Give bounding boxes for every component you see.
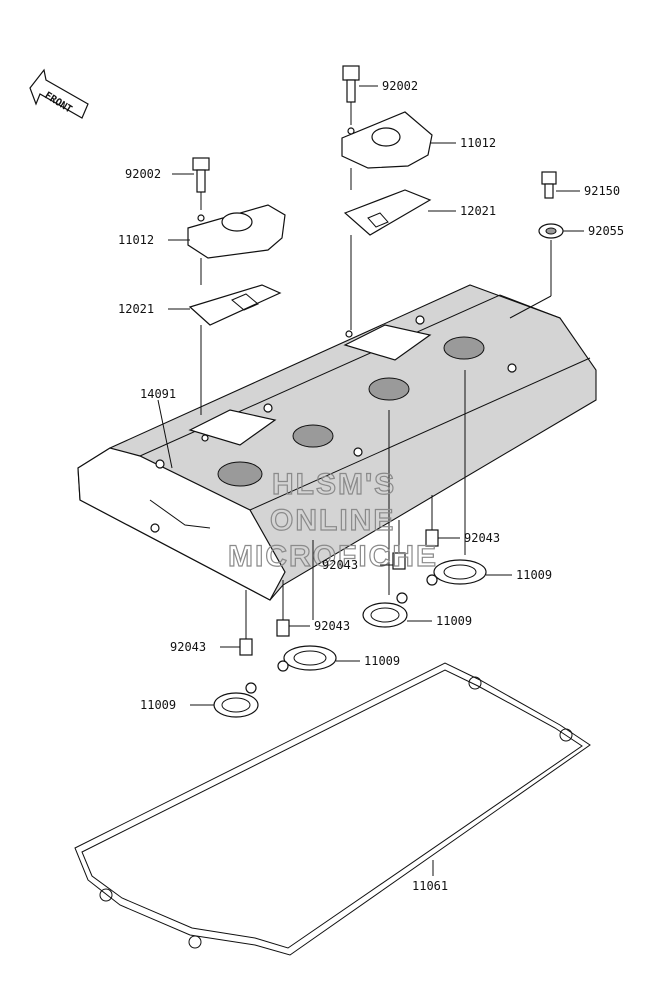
label-92150: 92150 bbox=[584, 184, 620, 198]
label-92055: 92055 bbox=[588, 224, 624, 238]
left-cap-assembly bbox=[187, 157, 286, 415]
watermark-line-3: MICROFICHE bbox=[228, 540, 438, 573]
right-cap-assembly bbox=[341, 65, 433, 330]
label-12021-right: 12021 bbox=[460, 204, 496, 218]
label-12021-left: 12021 bbox=[118, 302, 154, 316]
seal-mid-right bbox=[362, 602, 408, 628]
watermark-line-1: HLSM'S bbox=[272, 468, 396, 501]
leader-lines bbox=[157, 85, 584, 876]
bolt-right-shank bbox=[346, 79, 356, 103]
label-92043-mid-left: 92043 bbox=[314, 619, 350, 633]
label-92043-mid-right: 92043 bbox=[322, 558, 358, 572]
dowel-mid-left bbox=[276, 619, 290, 637]
bolt-right-head bbox=[342, 65, 360, 81]
label-92043-left: 92043 bbox=[170, 640, 206, 654]
label-11009-right: 11009 bbox=[516, 568, 552, 582]
seal-left bbox=[213, 692, 259, 718]
label-14091: 14091 bbox=[140, 387, 176, 401]
label-11009-mid-right: 11009 bbox=[436, 614, 472, 628]
label-11061: 11061 bbox=[412, 879, 448, 893]
label-92043-right: 92043 bbox=[464, 531, 500, 545]
plate-left bbox=[188, 284, 282, 326]
label-92002-left: 92002 bbox=[125, 167, 161, 181]
label-11009-left: 11009 bbox=[140, 698, 176, 712]
label-11012-right: 11012 bbox=[460, 136, 496, 150]
watermark-line-2: ONLINE bbox=[270, 504, 395, 537]
label-11009-mid-left: 11009 bbox=[364, 654, 400, 668]
bolt-left-shank bbox=[196, 169, 206, 193]
dowel-left bbox=[239, 638, 253, 656]
dowels-seals bbox=[213, 370, 487, 718]
watermark: HLSM'S ONLINE MICROFICHE bbox=[227, 467, 438, 573]
valve-cover bbox=[77, 284, 597, 601]
plate-right bbox=[343, 189, 432, 236]
seal-mid-left bbox=[283, 645, 337, 671]
bolt-92150-assembly bbox=[509, 171, 564, 319]
bolt-left-head bbox=[192, 157, 210, 171]
seal-right bbox=[433, 559, 487, 585]
gasket-11061 bbox=[74, 662, 591, 956]
label-92002-right: 92002 bbox=[382, 79, 418, 93]
front-arrow-icon: FRONT bbox=[29, 68, 89, 119]
part-labels: 92002 11012 12021 92002 11012 12021 9215… bbox=[118, 79, 624, 893]
label-11012-left: 11012 bbox=[118, 233, 154, 247]
